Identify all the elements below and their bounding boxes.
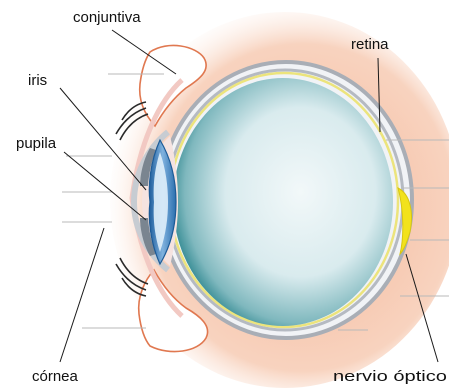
cornea-leader: [60, 228, 104, 362]
label-retina: retina: [351, 36, 389, 53]
vitreous-body: [173, 78, 393, 326]
label-pupila: pupila: [16, 135, 57, 152]
label-iris: iris: [28, 72, 47, 89]
label-nervio-optico: nervio óptico: [333, 368, 447, 385]
label-conjuntiva: conjuntiva: [73, 9, 141, 26]
label-cornea: córnea: [32, 368, 79, 385]
